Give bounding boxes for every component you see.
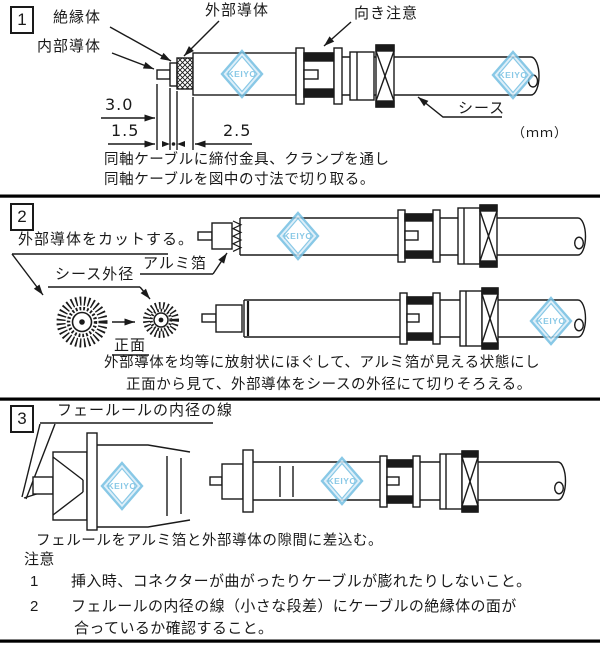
step2-caption-line1: 外部導体を均等に放射状にほぐして、アルミ箔が見える状態にし bbox=[104, 355, 541, 371]
braid-front-view-trimmed bbox=[143, 302, 179, 338]
step1-number: 1 bbox=[17, 10, 27, 29]
leader-outer-conductor bbox=[183, 20, 220, 57]
insulator bbox=[169, 62, 178, 87]
step2-number: 2 bbox=[17, 207, 27, 226]
section-divider-3 bbox=[0, 639, 600, 643]
ferrule bbox=[32, 432, 191, 531]
label-cut-outer: 外部導体をカットする。 bbox=[18, 231, 195, 248]
label-inner-conductor: 内部導体 bbox=[37, 38, 102, 55]
inner-conductor bbox=[201, 313, 217, 323]
watermark-text: KEIYO bbox=[537, 316, 566, 326]
watermark-layer: KEIYO KEIYO KEIYO KEIYO KEIYO KEIYO bbox=[100, 49, 573, 511]
leader-cut bbox=[11, 253, 44, 296]
braid-fanned bbox=[231, 220, 243, 252]
leader-sheath bbox=[417, 96, 502, 118]
step2-number-box: 2 bbox=[10, 203, 34, 231]
step3-number: 3 bbox=[17, 409, 27, 428]
cable-end bbox=[577, 299, 587, 338]
step1-caption-line1: 同軸ケーブルに締付金具、クランプを通し bbox=[104, 152, 390, 168]
watermark-text: KEIYO bbox=[108, 481, 137, 491]
keiyo-watermark: KEIYO bbox=[220, 49, 264, 99]
coax-cable-upper bbox=[197, 217, 587, 256]
watermark-text: KEIYO bbox=[228, 69, 257, 79]
step3-number-box: 3 bbox=[10, 405, 34, 433]
label-sheath-od: シース外径 bbox=[55, 266, 135, 283]
keiyo-watermark: KEIYO bbox=[100, 461, 144, 511]
label-aluminum-foil: アルミ箔 bbox=[143, 255, 207, 272]
leader-sheath-od bbox=[139, 286, 151, 300]
label-sheath: シース bbox=[458, 100, 506, 117]
keiyo-watermark: KEIYO bbox=[529, 296, 573, 346]
step3-caption: フェルールをアルミ箔と外部導体の隙間に差込む。 bbox=[36, 533, 384, 549]
section-divider-1 bbox=[0, 194, 600, 198]
note2-text-line1: フェルールの内径の線（小さな段差）にケーブルの絶縁体の面が bbox=[71, 598, 517, 615]
coax-cable-lower bbox=[201, 299, 587, 338]
step1-caption-line2: 同軸ケーブルを図中の寸法で切り取る。 bbox=[104, 172, 375, 188]
insulator bbox=[211, 222, 233, 250]
leader-insulator bbox=[109, 26, 172, 62]
insulator bbox=[215, 304, 243, 333]
label-front-view: 正面 bbox=[114, 337, 147, 354]
keiyo-watermark: KEIYO bbox=[320, 456, 364, 506]
inner-conductor bbox=[197, 231, 213, 241]
flange bbox=[242, 449, 254, 513]
insulator bbox=[221, 463, 244, 500]
inner-conductor bbox=[209, 476, 223, 486]
dimension-lines bbox=[101, 84, 252, 150]
clamp-nut-upper bbox=[397, 209, 441, 263]
clamp-nut-lower bbox=[399, 292, 441, 345]
coax-cable-step1 bbox=[156, 52, 540, 96]
keiyo-watermark: KEIYO bbox=[276, 211, 320, 261]
watermark-text: KEIYO bbox=[499, 70, 528, 80]
dimension-1-5: 1.5 bbox=[111, 121, 140, 140]
watermark-text: KEIYO bbox=[328, 476, 357, 486]
unit-note: （ｍｍ） bbox=[512, 125, 569, 140]
cable-end bbox=[530, 56, 540, 96]
clamp-gland-upper bbox=[457, 204, 498, 268]
step1-diagram bbox=[101, 20, 540, 150]
inner-conductor bbox=[156, 69, 171, 80]
clamp-gland-lower bbox=[459, 287, 499, 350]
note1-number: 1 bbox=[30, 573, 39, 590]
keiyo-watermark: KEIYO bbox=[491, 50, 535, 100]
label-orientation-note: 向き注意 bbox=[354, 5, 419, 22]
label-insulator: 絶縁体 bbox=[53, 9, 102, 26]
label-ferrule-inner-line: フェールールの内径の線 bbox=[57, 402, 234, 419]
step2-caption-line2: 正面から見て、外部導体をシースの外径にて切りそろえる。 bbox=[126, 377, 532, 393]
step3-diagram bbox=[21, 422, 567, 531]
note2-text-line2: 合っているか確認すること。 bbox=[74, 620, 274, 637]
braid-front-view-loose bbox=[56, 296, 108, 348]
leader-foil bbox=[212, 252, 228, 275]
watermark-text: KEIYO bbox=[284, 231, 313, 241]
note1-text: 挿入時、コネクターが曲がったりケーブルが膨れたりしないこと。 bbox=[71, 573, 532, 590]
braid-crosshatch bbox=[176, 57, 194, 90]
clamp-nut bbox=[295, 47, 343, 105]
step1-number-box: 1 bbox=[10, 6, 34, 34]
cable-end bbox=[577, 217, 587, 256]
leader-inner-conductor bbox=[111, 52, 155, 70]
label-outer-conductor: 外部導体 bbox=[205, 2, 270, 19]
clamp-gland bbox=[349, 44, 395, 108]
leader-orientation bbox=[323, 21, 352, 47]
dimension-2-5: 2.5 bbox=[223, 121, 252, 140]
clamp-nut-step3 bbox=[379, 455, 421, 508]
section-divider-2 bbox=[0, 397, 600, 401]
notes-title: 注意 bbox=[24, 551, 55, 568]
step2-diagram bbox=[11, 204, 587, 356]
note2-number: 2 bbox=[30, 598, 39, 615]
dimension-3-0: 3.0 bbox=[105, 95, 134, 114]
clamp-gland-step3 bbox=[439, 450, 479, 513]
cable-end bbox=[557, 461, 567, 501]
